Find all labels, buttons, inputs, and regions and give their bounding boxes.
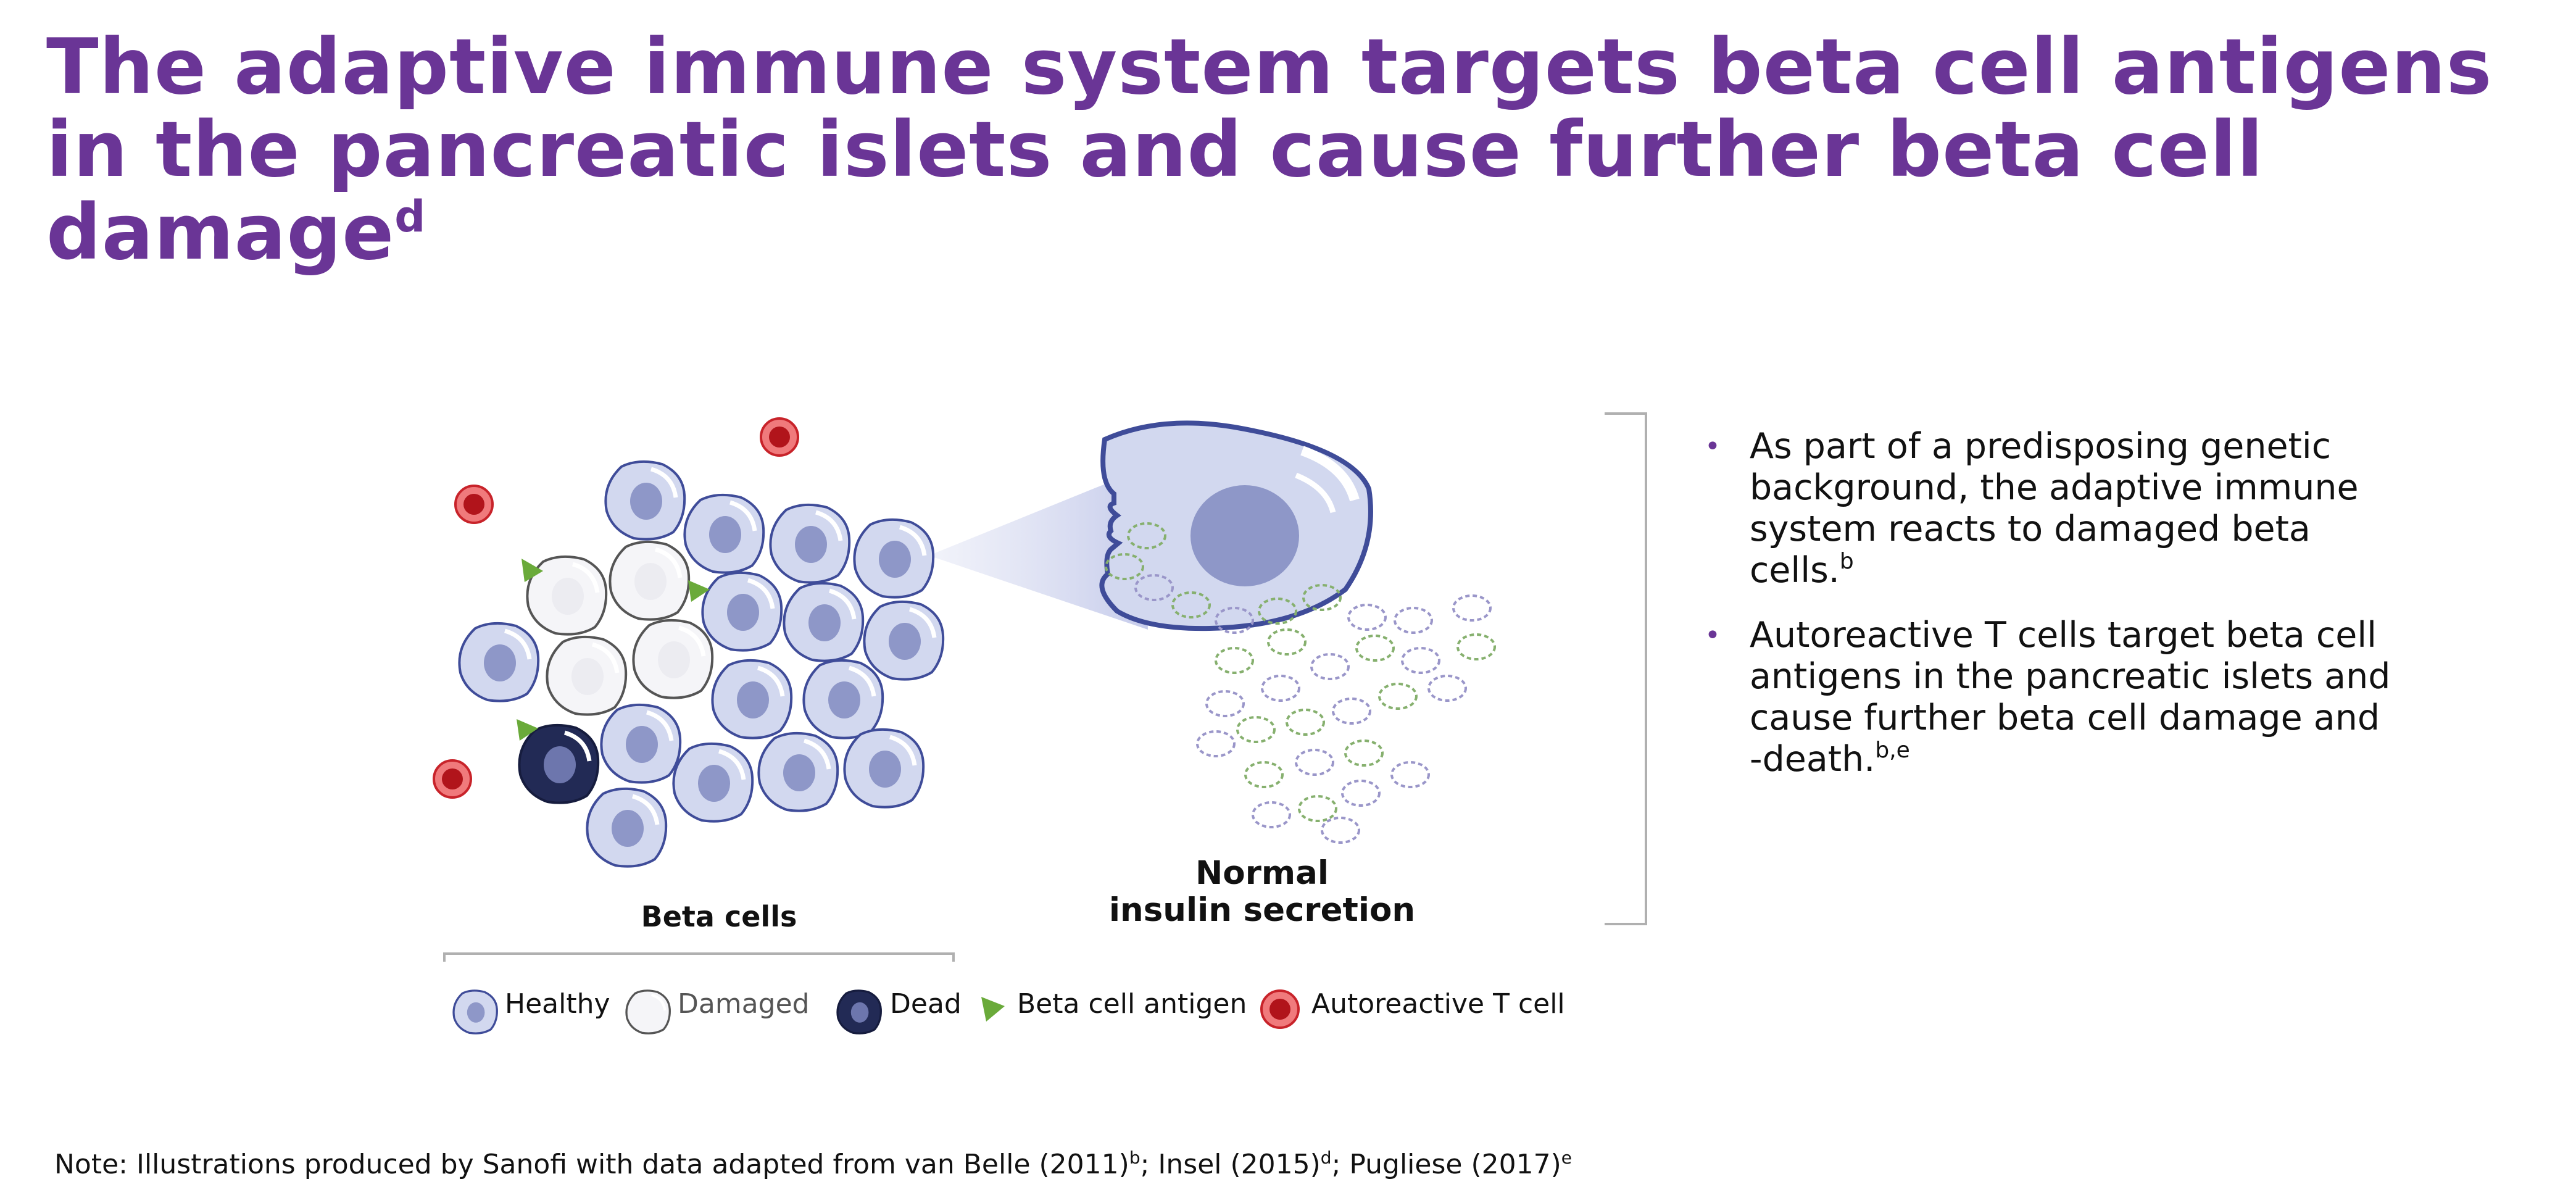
healthy-cell xyxy=(863,600,945,681)
healthy-cell xyxy=(586,787,668,868)
slide-title-text: The adaptive immune system targets beta … xyxy=(46,23,2493,277)
healthy-cell xyxy=(604,460,686,541)
title-footnote-marker: d xyxy=(394,191,426,242)
footnote-marker: e xyxy=(1561,1147,1572,1168)
legend-tcell-icon xyxy=(1260,989,1300,1029)
legend-damaged-icon xyxy=(625,989,671,1035)
bullet-text: As part of a predisposing genetic backgr… xyxy=(1750,426,2359,591)
footnote-mid2: ; Pugliese (2017) xyxy=(1331,1149,1561,1180)
legend-antigen-label: Beta cell antigen xyxy=(1017,988,1247,1020)
footnote-marker: b xyxy=(1129,1147,1141,1168)
legend-antigen-icon xyxy=(981,997,1005,1022)
footnote-prefix: Note: Illustrations produced by Sanofi w… xyxy=(54,1149,1129,1180)
footnote: Note: Illustrations produced by Sanofi w… xyxy=(54,1148,1572,1181)
slide-title: The adaptive immune system targets beta … xyxy=(46,26,2552,274)
bullet-footnote-marker: b,e xyxy=(1875,738,1910,763)
bullet-dot-icon: • xyxy=(1705,620,1721,651)
damaged-cell xyxy=(609,540,691,621)
bullet-footnote-marker: b xyxy=(1839,549,1854,574)
healthy-cell xyxy=(843,728,925,809)
bullet-list: • As part of a predisposing genetic backg… xyxy=(1691,426,2401,804)
legend-dead-icon xyxy=(836,989,882,1035)
beta-cells-label: Beta cells xyxy=(641,900,797,933)
healthy-cell xyxy=(683,493,765,574)
footnote-marker: d xyxy=(1320,1147,1332,1168)
healthy-cell xyxy=(783,581,865,662)
healthy-cells xyxy=(458,460,945,868)
normal-insulin-label-line1: Normal xyxy=(1195,854,1329,892)
beta-cells-bracket xyxy=(443,952,955,962)
legend-healthy-label: Healthy xyxy=(505,988,610,1020)
zoom-beam xyxy=(929,469,1148,630)
antigen-triangle xyxy=(517,719,538,741)
antigen-triangle xyxy=(521,559,543,582)
legend-healthy-icon xyxy=(452,989,498,1035)
normal-insulin-label: Normal insulin secretion xyxy=(1049,855,1475,929)
bullet-item: • Autoreactive T cells target beta cell a… xyxy=(1691,615,2401,780)
t-cell xyxy=(454,485,494,524)
enlarged-normal-cell xyxy=(1099,420,1373,631)
healthy-cell xyxy=(600,703,682,784)
t-cells xyxy=(433,417,799,799)
healthy-cell xyxy=(711,659,793,739)
legend-damaged-label: Damaged xyxy=(678,988,810,1020)
bullet-text: Autoreactive T cells target beta cell an… xyxy=(1750,615,2391,780)
text-bracket xyxy=(1605,412,1647,925)
dead-cell xyxy=(518,723,600,804)
footnote-mid1: ; Insel (2015) xyxy=(1140,1149,1321,1180)
healthy-cell xyxy=(853,518,935,599)
healthy-cell xyxy=(672,742,754,823)
damaged-cell xyxy=(526,555,608,636)
healthy-cell xyxy=(769,503,851,584)
damaged-cells xyxy=(526,540,714,716)
damaged-cell xyxy=(632,618,714,699)
bullet-item: • As part of a predisposing genetic backg… xyxy=(1691,426,2401,591)
healthy-cell xyxy=(757,731,839,812)
damaged-cell xyxy=(546,635,628,716)
t-cell xyxy=(433,759,472,799)
antigens xyxy=(517,559,710,741)
legend-dead-label: Dead xyxy=(890,988,962,1020)
t-cell xyxy=(760,417,799,457)
healthy-cell xyxy=(802,659,884,739)
insulin-granules xyxy=(1105,522,1496,844)
healthy-cell xyxy=(458,622,540,702)
bullet-dot-icon: • xyxy=(1705,431,1721,462)
legend-tcell-label: Autoreactive T cell xyxy=(1311,988,1565,1020)
normal-insulin-label-line2: insulin secretion xyxy=(1108,891,1416,929)
antigen-triangle xyxy=(688,580,710,602)
healthy-cell xyxy=(701,571,783,652)
